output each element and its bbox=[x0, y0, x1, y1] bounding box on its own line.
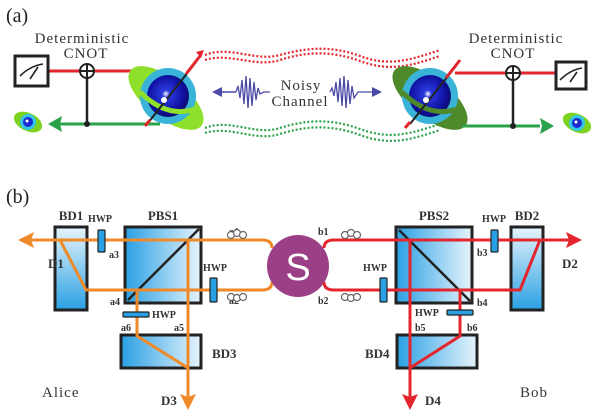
left-cnot-title-line2: CNOT bbox=[64, 46, 109, 62]
bob-pbs2-label: PBS2 bbox=[419, 208, 449, 223]
right-entangled-atom-icon bbox=[392, 59, 468, 130]
port-b4: b4 bbox=[477, 298, 488, 309]
port-a2: a2 bbox=[229, 296, 239, 307]
alice-hwp-bottom bbox=[122, 311, 150, 318]
port-a6: a6 bbox=[121, 323, 131, 334]
alice-hwp-mid-label: HWP bbox=[203, 263, 227, 274]
port-b3: b3 bbox=[477, 248, 488, 259]
right-cnot-title-line2: CNOT bbox=[491, 46, 536, 62]
alice-orange-beams bbox=[30, 238, 274, 400]
alice-bd1-label: BD1 bbox=[59, 208, 84, 223]
port-a5: a5 bbox=[174, 323, 184, 334]
left-meter-icon bbox=[13, 54, 50, 88]
port-b1: b1 bbox=[318, 227, 329, 238]
alice-hwp-mid bbox=[209, 277, 218, 303]
port-b6: b6 bbox=[467, 323, 478, 334]
panel-a-label: (a) bbox=[6, 5, 28, 27]
alice-hwp-top bbox=[97, 229, 106, 253]
alice-d3-label: D3 bbox=[161, 393, 177, 408]
bob-hwp-mid-label: HWP bbox=[363, 263, 387, 274]
alice-d1-label: D1 bbox=[48, 256, 64, 271]
noisy-channel-green-paths bbox=[204, 120, 441, 142]
bob-fiber-coil-top-icon bbox=[340, 228, 362, 240]
right-small-atom-icon bbox=[562, 112, 592, 134]
bob-hwp-bottom-label: HWP bbox=[415, 308, 439, 319]
bob-hwp-top-label: HWP bbox=[482, 214, 506, 225]
port-b2: b2 bbox=[318, 296, 329, 307]
channel-label-line2: Channel bbox=[272, 94, 329, 110]
left-cnot-title-line1: Deterministic bbox=[35, 31, 130, 47]
wave-right-icon bbox=[329, 75, 382, 109]
right-green-arrowhead bbox=[540, 118, 554, 134]
bob-hwp-mid bbox=[379, 277, 388, 303]
right-meter-icon bbox=[554, 60, 588, 91]
bob-bd2-label: BD2 bbox=[515, 208, 540, 223]
bob-red-beams bbox=[322, 238, 575, 400]
alice-pbs1-label: PBS1 bbox=[148, 208, 178, 223]
bob-d4-label: D4 bbox=[425, 393, 441, 408]
alice-fiber-coil-top-icon bbox=[226, 228, 248, 240]
alice-name: Alice bbox=[42, 385, 79, 401]
alice-hwp-top-label: HWP bbox=[88, 214, 112, 225]
bob-d2-arrowhead bbox=[566, 232, 582, 248]
left-cnot-target-icon bbox=[79, 63, 95, 79]
port-a3: a3 bbox=[109, 250, 119, 261]
left-cnot-control-dot bbox=[84, 121, 90, 127]
bob-bd4-label: BD4 bbox=[365, 346, 390, 361]
left-green-arrowhead bbox=[48, 116, 62, 132]
right-cnot-control-dot bbox=[510, 123, 516, 129]
alice-hwp-bottom-label: HWP bbox=[152, 310, 176, 321]
bob-name: Bob bbox=[520, 385, 548, 401]
alice-fiber-coil-bottom-icon bbox=[226, 292, 248, 303]
bob-hwp-bottom bbox=[446, 309, 474, 316]
bob-d2-label: D2 bbox=[562, 256, 578, 271]
alice-d1-arrowhead bbox=[18, 232, 34, 248]
alice-d3-arrowhead bbox=[180, 394, 196, 410]
bob-fiber-coil-bottom-icon bbox=[340, 292, 362, 303]
right-cnot-title-line1: Deterministic bbox=[469, 31, 564, 47]
noisy-channel-red-paths bbox=[204, 47, 441, 68]
source-label: S bbox=[285, 247, 310, 289]
port-a4: a4 bbox=[110, 297, 120, 308]
wave-left-icon bbox=[212, 75, 270, 109]
entangled-source bbox=[267, 235, 329, 297]
left-entangled-atom-icon bbox=[128, 50, 204, 130]
alice-bd3-label: BD3 bbox=[212, 346, 237, 361]
bob-d4-arrowhead bbox=[402, 394, 418, 410]
left-small-atom-icon bbox=[13, 111, 43, 133]
right-cnot-target-icon bbox=[505, 65, 521, 81]
port-b5: b5 bbox=[415, 323, 426, 334]
channel-label-line1: Noisy bbox=[281, 78, 322, 94]
panel-b-label: (b) bbox=[6, 186, 29, 208]
bob-hwp-top bbox=[490, 229, 499, 253]
